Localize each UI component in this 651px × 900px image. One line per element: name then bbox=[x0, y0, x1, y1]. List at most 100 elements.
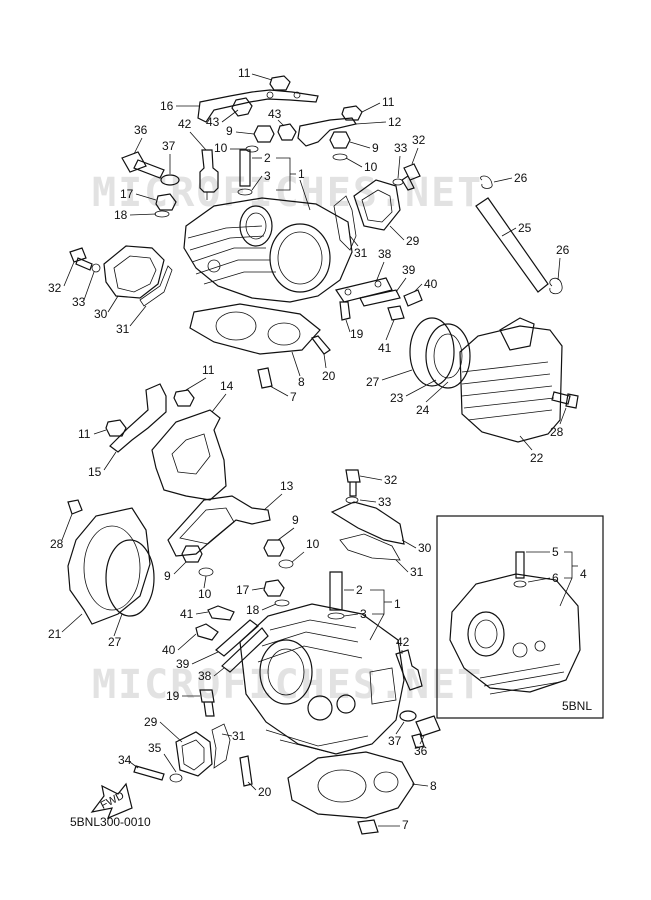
label-31: 31 bbox=[410, 565, 424, 579]
label-34: 34 bbox=[118, 753, 132, 767]
bracket-16 bbox=[197, 89, 319, 123]
gasket-8a bbox=[189, 303, 321, 355]
bolt-40a bbox=[403, 289, 423, 307]
nut-11d bbox=[105, 419, 127, 437]
label-19: 19 bbox=[166, 689, 180, 703]
label-15: 15 bbox=[88, 465, 102, 479]
plate-38b bbox=[221, 627, 269, 673]
label-43: 43 bbox=[206, 115, 220, 129]
stud-20a bbox=[311, 335, 331, 355]
plug-17 bbox=[155, 193, 177, 211]
label-38: 38 bbox=[378, 247, 392, 261]
inset-label-6: 6 bbox=[552, 571, 559, 585]
bracket-12 bbox=[297, 117, 357, 147]
dowel-7a bbox=[257, 367, 273, 389]
bracket-14 bbox=[151, 409, 227, 501]
bolt-36b bbox=[411, 715, 441, 749]
label-18: 18 bbox=[114, 208, 128, 222]
label-32: 32 bbox=[48, 281, 62, 295]
plate-38 bbox=[335, 277, 393, 303]
label-32: 32 bbox=[384, 473, 398, 487]
bolt-28b bbox=[67, 499, 83, 515]
sleeve-2 bbox=[239, 149, 251, 187]
gasket-27b bbox=[105, 539, 155, 617]
label-10: 10 bbox=[306, 537, 320, 551]
inset-model-label: 5BNL bbox=[562, 699, 592, 713]
washer-10b bbox=[332, 153, 348, 161]
label-23: 23 bbox=[390, 391, 404, 405]
label-18: 18 bbox=[246, 603, 260, 617]
label-31: 31 bbox=[116, 322, 130, 336]
label-33: 33 bbox=[394, 141, 408, 155]
label-9: 9 bbox=[226, 124, 233, 138]
bottom-callouts: 11 14 11 15 13 32 33 28 30 31 9 9 10 10 … bbox=[48, 363, 437, 832]
plug-17b bbox=[263, 579, 285, 597]
label-11: 11 bbox=[78, 427, 91, 441]
label-28: 28 bbox=[550, 425, 564, 439]
diagram-code: 5BNL300-0010 bbox=[70, 815, 151, 829]
nut-11a bbox=[269, 75, 291, 91]
label-37: 37 bbox=[162, 139, 176, 153]
stud-20b bbox=[239, 755, 253, 787]
bolt-32a bbox=[401, 163, 421, 191]
label-8: 8 bbox=[298, 375, 305, 389]
washer-33c bbox=[345, 496, 359, 504]
label-9: 9 bbox=[372, 141, 379, 155]
label-12: 12 bbox=[388, 115, 402, 129]
label-20: 20 bbox=[258, 785, 272, 799]
spark-plug-42 bbox=[199, 149, 219, 193]
label-1: 1 bbox=[298, 167, 305, 181]
cylinder-head-rear bbox=[183, 197, 353, 303]
washer-18b bbox=[274, 599, 290, 607]
label-26: 26 bbox=[556, 243, 570, 257]
inset-label-5: 5 bbox=[552, 545, 559, 559]
bolt-19a bbox=[339, 301, 351, 321]
label-32: 32 bbox=[412, 133, 426, 147]
collar-43a bbox=[231, 97, 253, 117]
bracket-13 bbox=[167, 495, 271, 557]
bolt-36 bbox=[121, 151, 165, 179]
label-16: 16 bbox=[160, 99, 174, 113]
label-3: 3 bbox=[360, 607, 367, 621]
nut-11b bbox=[341, 105, 363, 121]
inset-sleeve bbox=[515, 551, 525, 579]
bolt-19b bbox=[199, 689, 215, 717]
label-22: 22 bbox=[530, 451, 544, 465]
label-33: 33 bbox=[72, 295, 86, 309]
gasket-31b bbox=[139, 265, 173, 307]
label-36: 36 bbox=[134, 123, 148, 137]
label-20: 20 bbox=[322, 369, 336, 383]
bolt-28a bbox=[551, 391, 579, 409]
cylinder-head-front bbox=[239, 603, 405, 755]
inset-oring bbox=[513, 580, 527, 588]
label-29: 29 bbox=[144, 715, 158, 729]
label-30: 30 bbox=[94, 307, 108, 321]
clip-26b bbox=[549, 277, 563, 295]
label-41: 41 bbox=[180, 607, 194, 621]
label-40: 40 bbox=[162, 643, 176, 657]
inset-label-4: 4 bbox=[580, 567, 587, 581]
label-26: 26 bbox=[514, 171, 528, 185]
label-33: 33 bbox=[378, 495, 392, 509]
label-11: 11 bbox=[238, 66, 251, 80]
spark-plug-42b bbox=[395, 649, 423, 691]
gasket-37 bbox=[160, 174, 180, 186]
label-30: 30 bbox=[418, 541, 432, 555]
label-39: 39 bbox=[176, 657, 190, 671]
bracket-15 bbox=[109, 383, 167, 453]
label-11: 11 bbox=[202, 363, 215, 377]
gasket-37b bbox=[399, 710, 417, 722]
cover-30b bbox=[330, 501, 405, 545]
washer-33b bbox=[91, 263, 101, 273]
ring-23 bbox=[425, 323, 471, 389]
label-13: 13 bbox=[280, 479, 294, 493]
hose-25 bbox=[475, 197, 549, 293]
washer-33a bbox=[392, 178, 404, 186]
label-9: 9 bbox=[292, 513, 299, 527]
cylinder-22 bbox=[459, 325, 563, 443]
gasket-8b bbox=[287, 751, 415, 819]
label-2: 2 bbox=[356, 583, 363, 597]
inset-5bnl: 5 6 4 5BNL bbox=[436, 515, 604, 719]
label-31: 31 bbox=[354, 246, 368, 260]
watermark-top: MICROFICHES.NET bbox=[92, 170, 483, 216]
